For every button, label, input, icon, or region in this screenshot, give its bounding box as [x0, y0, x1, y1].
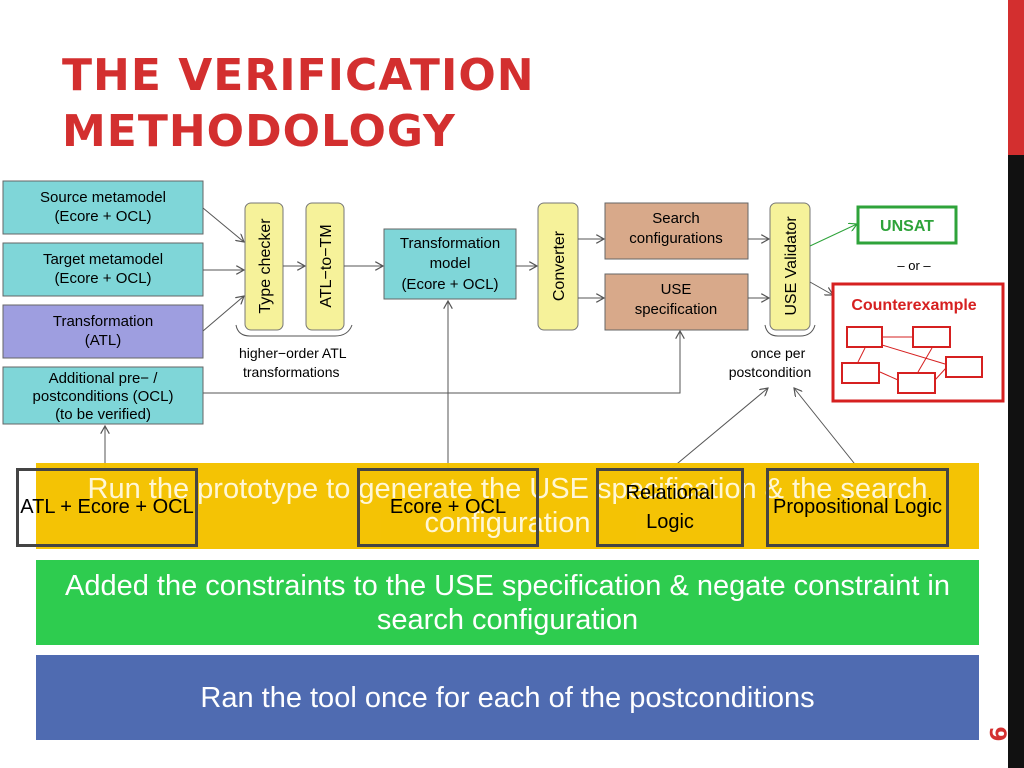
band-run-text: Run the prototype to generate the USE sp… [87, 473, 928, 539]
tmodel-line1: Transformation [400, 235, 500, 252]
target-metamodel-box: Target metamodel (Ecore + OCL) [2, 242, 204, 297]
use-validator-box: USE Validator [769, 202, 811, 331]
slide-title: THE VERIFICATION METHODOLOGY [62, 48, 535, 160]
band-added-constraints: Added the constraints to the USE specifi… [36, 560, 979, 645]
title-line-1: THE VERIFICATION [62, 50, 535, 101]
callout-ecore-ocl-text: Ecore + OCL [389, 496, 507, 518]
validator-brace [764, 324, 816, 337]
target-metamodel-line1: Target metamodel [43, 251, 163, 268]
callout-propositional-text: Propositional Logic [773, 496, 942, 518]
use-specification-box: USE specification [604, 273, 749, 331]
transformation-atl-box: Transformation (ATL) [2, 304, 204, 359]
arrow-validator-to-counterexample [809, 281, 833, 295]
hot-brace [235, 324, 353, 337]
pointer-propositional-callout [794, 388, 859, 469]
additional-conditions-box: Additional pre− / postconditions (OCL) (… [2, 366, 204, 425]
search-line1: Search [652, 210, 700, 227]
once-per-line2: postcondition [729, 364, 812, 380]
unsat-box: UNSAT [856, 205, 958, 245]
use-spec-line1: USE [661, 281, 692, 298]
transformation-line1: Transformation [53, 313, 153, 330]
side-accent-black [1008, 155, 1024, 768]
tmodel-line2: model [430, 255, 471, 272]
unsat-label: UNSAT [880, 218, 934, 235]
arrow-source-to-typechecker [202, 207, 244, 242]
or-label: – or – [897, 258, 931, 273]
page-number: 9 [984, 726, 1009, 742]
converter-label: Converter [551, 230, 568, 301]
band-run-prototype: Run the prototype to generate the USE sp… [36, 463, 979, 549]
converter-box: Converter [537, 202, 579, 331]
additional-line3: (to be verified) [55, 406, 151, 423]
arrow-additional-to-usespec [203, 331, 680, 394]
arrow-transformation-to-typechecker [202, 296, 244, 332]
once-per-line1: once per [751, 345, 806, 361]
title-line-2: METHODOLOGY [62, 106, 456, 157]
band-ran-text: Ran the tool once for each of the postco… [200, 681, 815, 714]
counterexample-box: Counterexample [831, 282, 1005, 403]
band-ran-tool: Ran the tool once for each of the postco… [36, 655, 979, 740]
additional-line2: postconditions (OCL) [33, 388, 174, 405]
source-metamodel-line1: Source metamodel [40, 189, 166, 206]
search-line2: configurations [629, 230, 722, 247]
pointer-relational-callout [671, 388, 768, 469]
source-metamodel-box: Source metamodel (Ecore + OCL) [2, 180, 204, 235]
type-checker-box: Type checker [244, 202, 284, 331]
hot-label-line2: transformations [243, 364, 339, 380]
counterexample-graph [841, 326, 983, 394]
side-accent-red [1008, 0, 1024, 155]
callout-atl-ecore-ocl-text: ATL + Ecore + OCL [20, 496, 194, 518]
type-checker-label: Type checker [257, 218, 274, 314]
atl-to-tm-label: ATL−to−TM [318, 224, 335, 307]
transformation-line2: (ATL) [85, 332, 121, 349]
tmodel-line3: (Ecore + OCL) [401, 276, 498, 293]
atl-to-tm-box: ATL−to−TM [305, 202, 345, 331]
callout-atl-ecore-ocl: ATL + Ecore + OCL [16, 468, 198, 547]
use-spec-line2: specification [635, 301, 718, 318]
arrow-validator-to-unsat [809, 224, 857, 247]
callout-relational-text: Relational Logic [625, 481, 715, 533]
callout-relational-logic: Relational Logic [596, 468, 744, 547]
callout-ecore-ocl: Ecore + OCL [357, 468, 539, 547]
use-validator-label: USE Validator [783, 216, 800, 316]
search-configurations-box: Search configurations [604, 202, 749, 260]
source-metamodel-line2: (Ecore + OCL) [54, 208, 151, 225]
transformation-model-box: Transformation model (Ecore + OCL) [383, 228, 517, 300]
hot-label-line1: higher−order ATL [239, 345, 347, 361]
additional-line1: Additional pre− / [49, 370, 159, 387]
target-metamodel-line2: (Ecore + OCL) [54, 270, 151, 287]
counterexample-label: Counterexample [851, 297, 976, 314]
band-added-text: Added the constraints to the USE specifi… [64, 569, 951, 636]
callout-propositional-logic: Propositional Logic [766, 468, 949, 547]
